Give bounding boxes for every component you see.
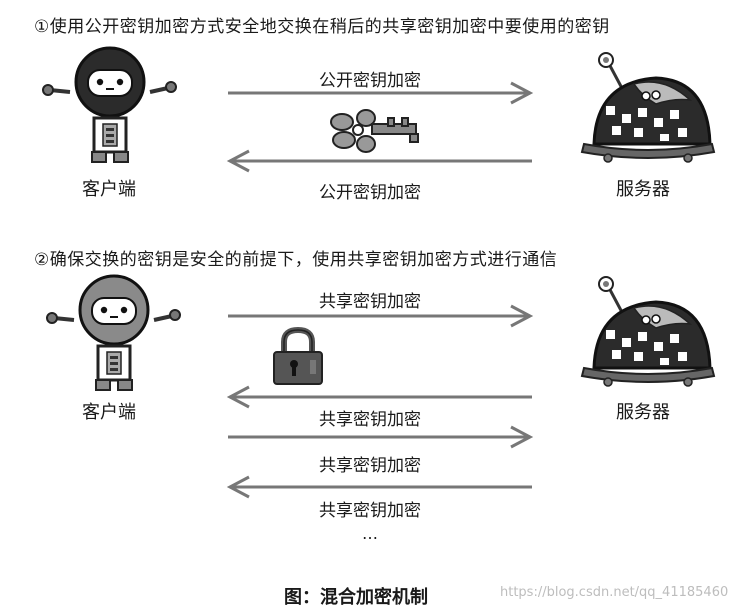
client-robot-icon	[40, 44, 180, 169]
section2-heading: ②确保交换的密钥是安全的前提下，使用共享密钥加密方式进行通信	[34, 245, 557, 270]
bottom-arrow-label-1: 公开密钥加密	[319, 178, 421, 203]
client-label-2: 客户端	[82, 398, 136, 424]
arrow-left-2d	[226, 476, 534, 498]
arrow-label-2d: 共享密钥加密	[319, 496, 421, 521]
server-label-1: 服务器	[616, 175, 670, 201]
arrow-right-1	[228, 82, 534, 104]
ellipsis: …	[362, 524, 378, 543]
arrow-right-2a	[228, 305, 534, 327]
client-robot-icon-2	[44, 272, 184, 397]
server-robot-icon-2	[578, 272, 718, 390]
client-label-1: 客户端	[82, 175, 136, 201]
arrow-left-1	[226, 150, 534, 172]
figure-caption: 图：混合加密机制	[284, 583, 428, 609]
padlock-icon	[270, 326, 326, 388]
watermark: https://blog.csdn.net/qq_41185460	[500, 585, 728, 600]
server-robot-icon	[578, 48, 718, 166]
arrow-label-2c: 共享密钥加密	[319, 451, 421, 476]
arrow-right-2c	[228, 426, 534, 448]
key-icon	[328, 108, 424, 154]
section1-heading: ①使用公开密钥加密方式安全地交换在稍后的共享密钥加密中要使用的密钥	[34, 12, 610, 37]
server-label-2: 服务器	[616, 398, 670, 424]
